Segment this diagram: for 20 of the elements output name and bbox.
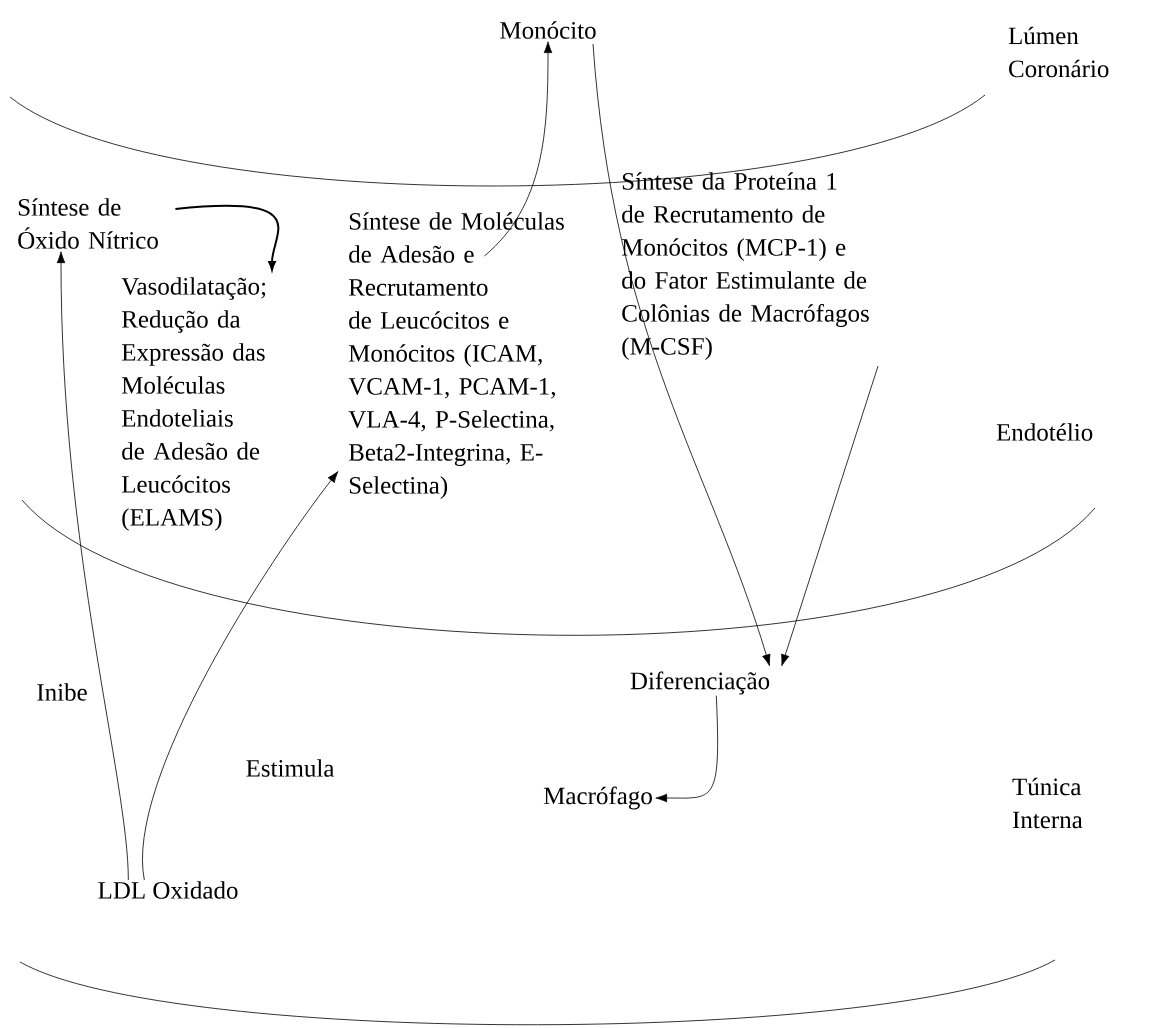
arrow — [781, 365, 879, 667]
text-label: Síntese de Óxido Nítrico — [18, 198, 158, 249]
text-label: Vasodilatação; Redução da Expressão das Moléculas Endoteliais de Adesão de Leucócitos (ELAMS) — [121, 277, 266, 531]
region-label: Endotélio — [996, 423, 1093, 441]
arrow — [174, 204, 280, 271]
edge-label: Inibe — [34, 681, 90, 703]
text-label: Síntese de Moléculas de Adesão e Recrutamento de Leucócitos e Monócitos (ICAM, VCAM-1, PCAM-1, VLA-4, P-Selectina, Beta2-Integrina, E-Selectina) — [348, 212, 564, 499]
arrow — [56, 251, 129, 881]
text-label: Monócito — [500, 21, 596, 39]
text-label: Macrófago — [543, 786, 652, 810]
arrow — [592, 43, 771, 667]
arrow — [142, 471, 339, 881]
edge-label: Estimula — [243, 757, 337, 779]
region-label: Túnica Interna — [1012, 777, 1083, 829]
text-label: Diferenciação — [630, 671, 770, 695]
text-label: Síntese da Proteína 1 de Recrutamento de Monócitos (MCP-1) e do Fator Estimulante de Colônias de Macrófagos (M-CSF) — [621, 172, 869, 360]
text-label: LDL Oxidado — [98, 881, 238, 899]
arrow — [655, 695, 719, 803]
region-label: Lúmen Coronário — [1008, 26, 1109, 78]
arrow — [484, 41, 553, 257]
